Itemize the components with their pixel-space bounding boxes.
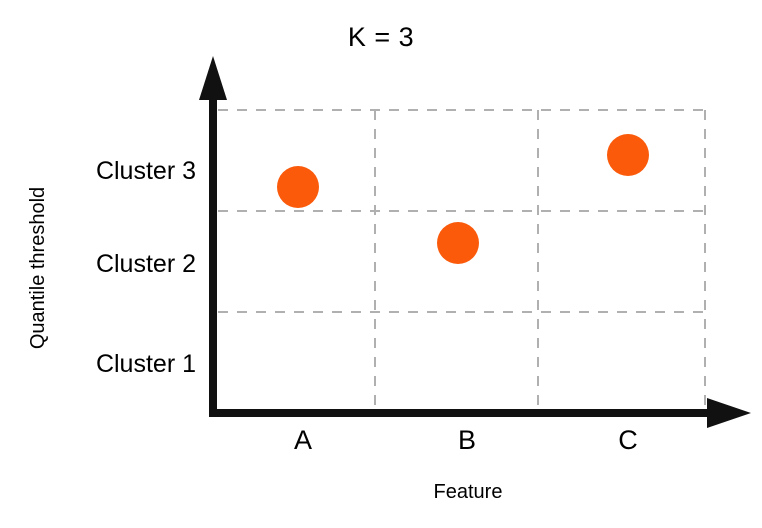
x-axis-line <box>209 398 751 428</box>
x-tick-label-b: B <box>457 425 476 455</box>
grid-horizontal <box>218 109 705 313</box>
x-axis-title: Feature <box>433 481 503 503</box>
y-tick-label-cluster-2: Cluster 2 <box>95 250 196 278</box>
marker-c[interactable] <box>607 134 649 176</box>
x-axis-arrowhead <box>707 398 751 428</box>
x-axis-shaft <box>209 409 719 417</box>
grid-vertical <box>374 110 706 410</box>
marker-a[interactable] <box>277 166 319 208</box>
y-axis-arrowhead <box>199 56 227 100</box>
y-axis-shaft <box>209 78 217 415</box>
data-markers <box>277 134 649 264</box>
y-tick-label-cluster-1: Cluster 1 <box>95 350 196 378</box>
x-tick-label-a: A <box>293 425 312 455</box>
marker-b[interactable] <box>437 222 479 264</box>
chart-title: K = 3 <box>347 22 415 52</box>
y-tick-label-cluster-3: Cluster 3 <box>95 157 196 185</box>
x-tick-label-c: C <box>618 425 638 455</box>
y-axis-line <box>199 56 227 415</box>
